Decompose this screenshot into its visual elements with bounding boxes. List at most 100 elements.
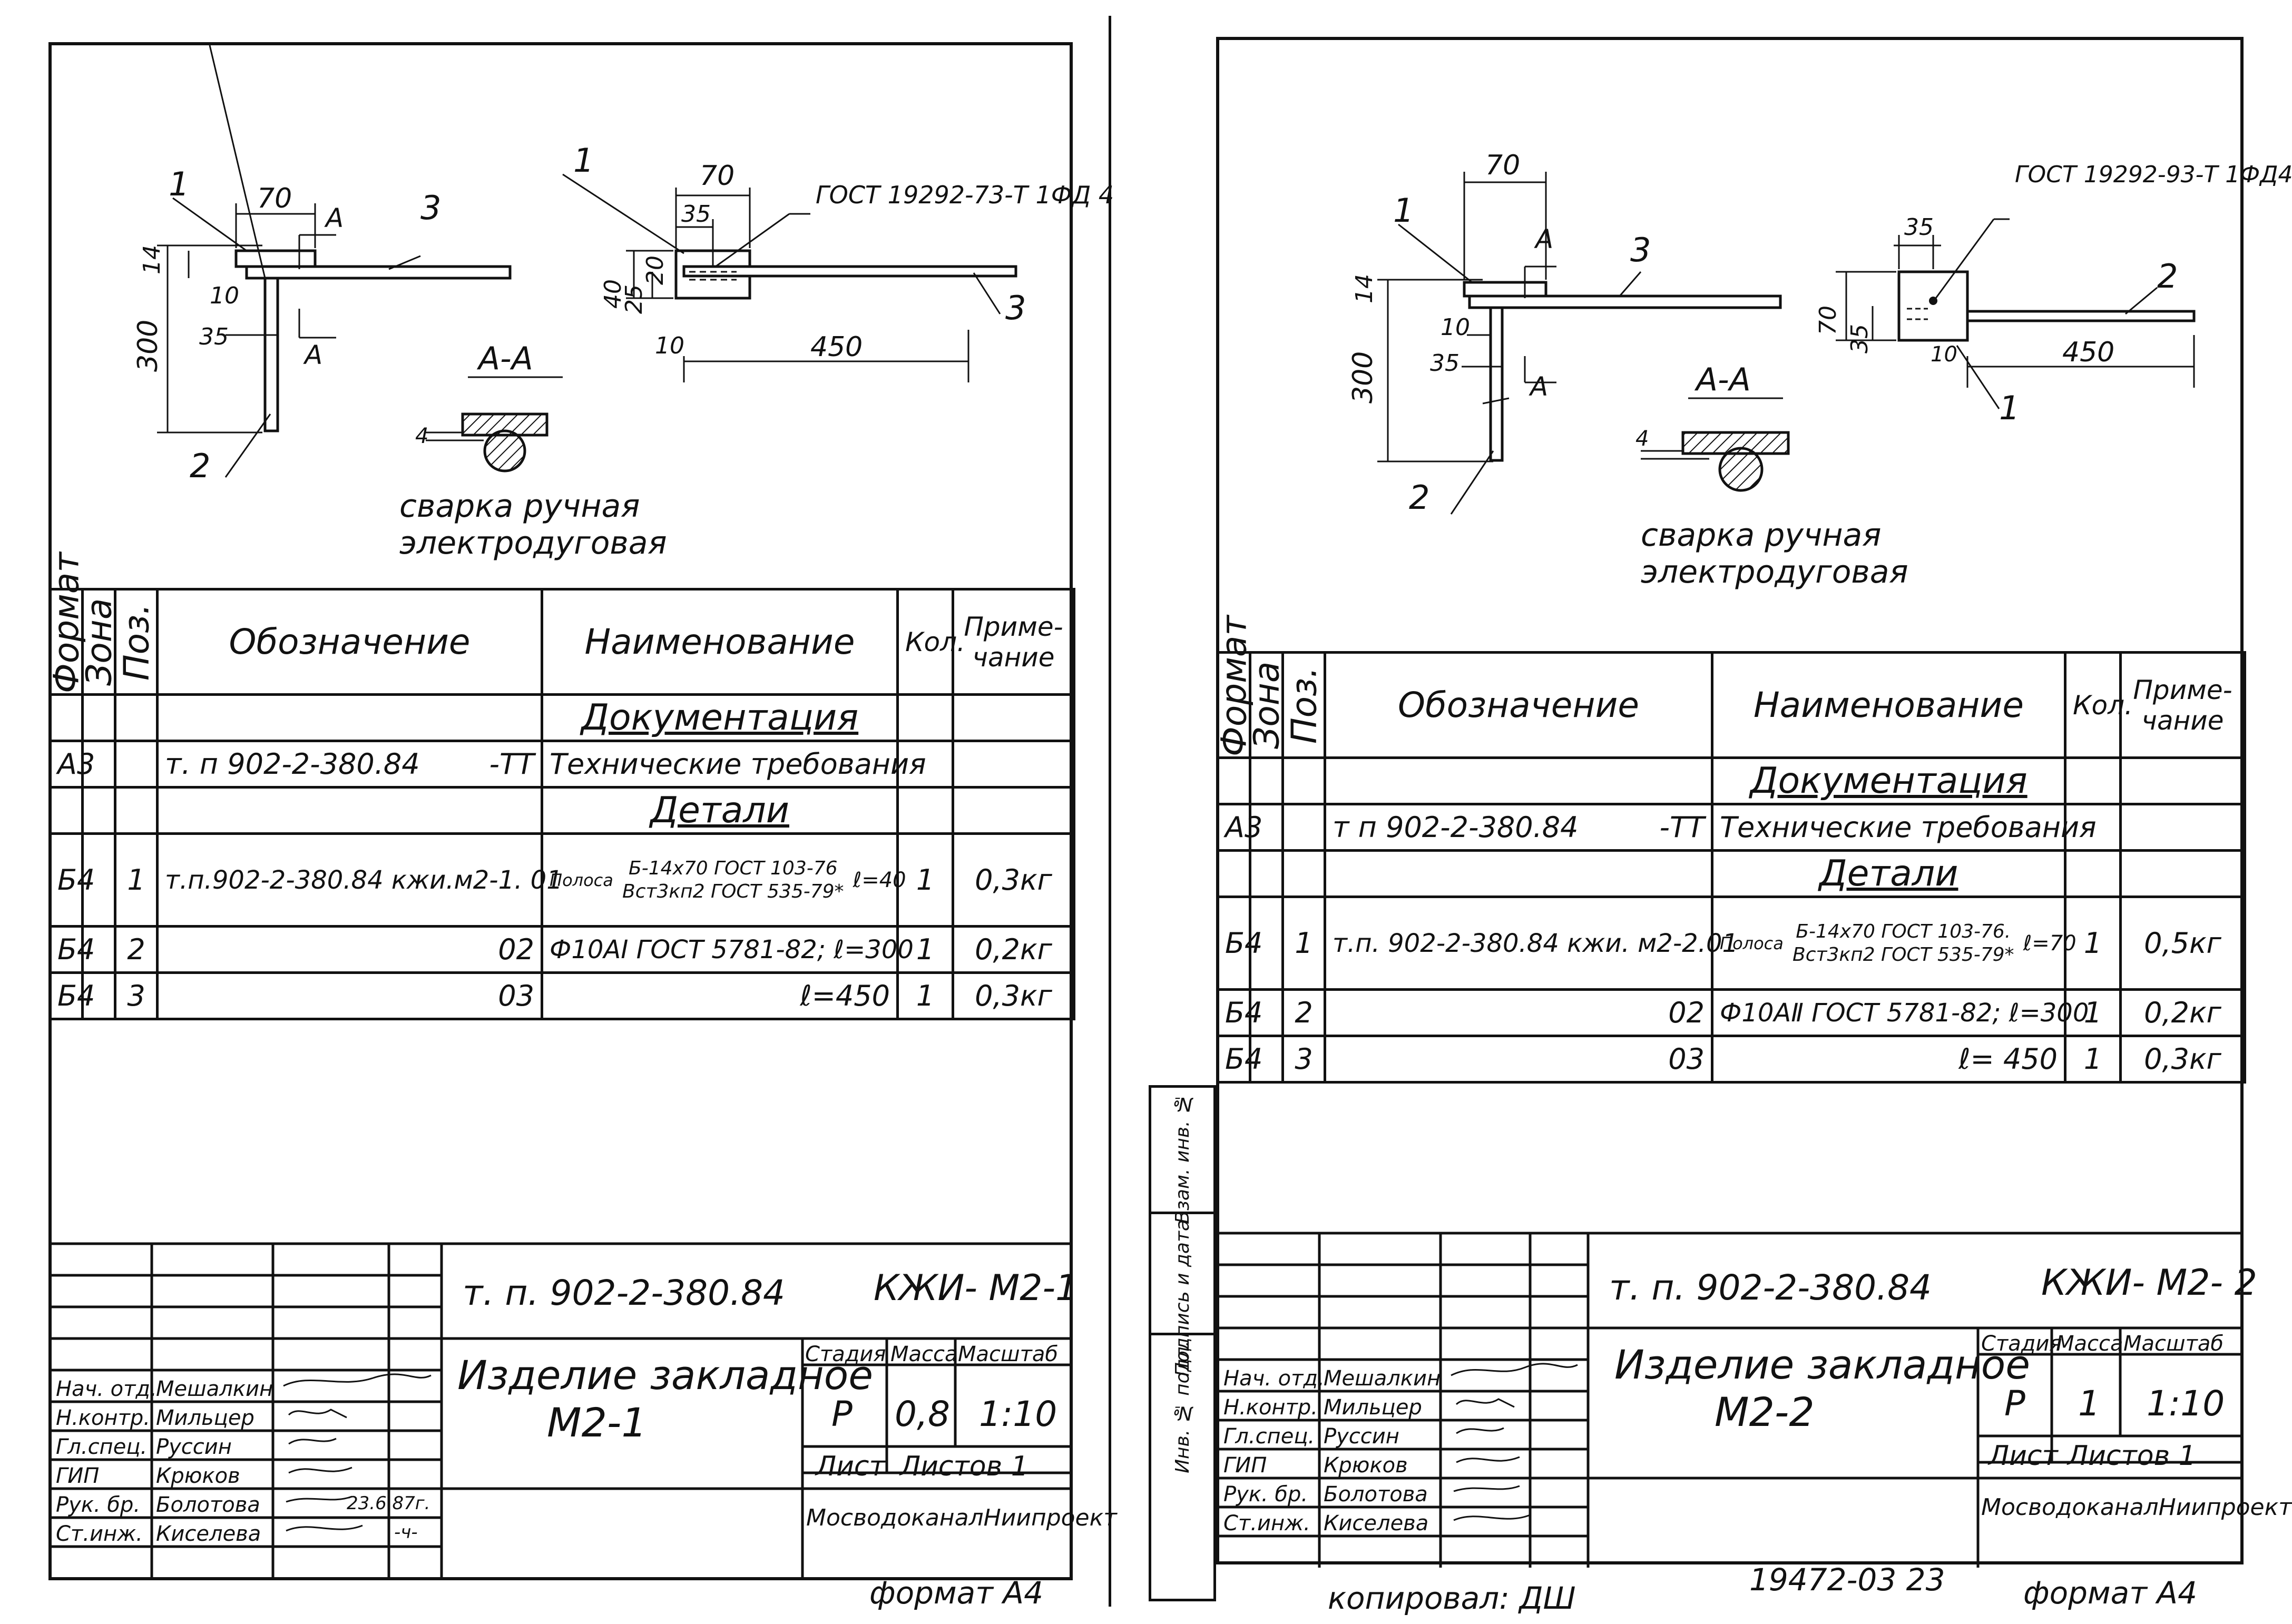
row-format: Б4 (1216, 988, 1262, 1037)
left-section-a-bottom: A (303, 340, 322, 370)
right-person-3: Руссин (1324, 1424, 1399, 1449)
hdr-qty: Кол. (2064, 651, 2133, 759)
left-dim-14: 14 (139, 245, 165, 274)
left-role-5: Рук. бр. (56, 1493, 141, 1517)
row-designation: 02 (1324, 988, 1713, 1037)
right-plan-dim-35b: 35 (1846, 324, 1873, 353)
right-pos-2-label: 2 (1409, 478, 1429, 517)
table-row: Б4 2 02 Ф10АⅠ ГОСТ 5781-82; ℓ=300 1 0,2к… (48, 925, 1075, 974)
row-qty: 1 (896, 832, 954, 928)
right-item-mark: М2-2 (1715, 1389, 1815, 1435)
left-plan-dim-20: 20 (642, 255, 669, 285)
left-dash: -ч- (394, 1522, 418, 1543)
hdr-format: Формат (1213, 615, 1254, 758)
left-gost-note: ГОСТ 19292-73-Т 1ФД 4 (816, 181, 1114, 209)
right-strip-elev (1468, 294, 1782, 309)
left-section-a-top: A (324, 203, 344, 233)
left-plan-pos-1: 1 (573, 141, 594, 180)
left-role-2: Н.контр. (56, 1406, 150, 1430)
row-name: ℓ=450 (541, 971, 899, 1020)
left-plan-dim-10: 10 (655, 332, 684, 359)
right-plan-dim-35: 35 (1904, 214, 1934, 241)
left-item-title: Изделие закладное (457, 1352, 873, 1399)
row-name: Полоса Б-14х70 ГОСТ 103-76.Вст3кп2 ГОСТ … (1711, 895, 2076, 991)
row-qty: 1 (896, 925, 954, 974)
left-sheet: 1 3 2 70 A A 14 300 10 35 1 3 70 35 40 (46, 42, 1117, 1580)
sidebar-signature-date: Подпись и дата (1149, 1212, 1216, 1376)
right-stage: Р (2004, 1383, 2025, 1424)
section-parts: Детали (1711, 849, 2066, 898)
right-plan-dim-70: 70 (1815, 306, 1842, 335)
right-title-block-grid (1219, 1232, 2240, 1568)
row-designation: 03 (156, 971, 543, 1020)
left-dim-10: 10 (210, 282, 239, 309)
row-pos: 2 (114, 925, 159, 974)
right-dim-14: 14 (1351, 274, 1378, 303)
right-sheets-label: Листов 1 (2068, 1440, 2196, 1472)
hdr-zone: Зона (1246, 652, 1287, 758)
right-stage-label: Стадия (1981, 1332, 2062, 1356)
right-dim-35: 35 (1430, 350, 1460, 377)
left-section-title: А-А (476, 340, 533, 377)
left-signatures (283, 1373, 432, 1532)
row-name: Технические требования (541, 740, 926, 789)
right-item-title: Изделие закладное (1614, 1341, 2030, 1388)
left-plate-elev (234, 249, 317, 268)
left-format-footer: формат А4 (869, 1575, 1043, 1611)
right-doc-code: КЖИ- М2- 2 (2041, 1262, 2257, 1304)
hdr-name: Наименование (1711, 651, 2066, 759)
left-date-note: 23.6.87г. (347, 1493, 430, 1514)
right-strip-plan (1966, 310, 2196, 322)
left-doc-code: КЖИ- М2-1 (874, 1267, 1079, 1309)
right-plate-elev (1463, 281, 1547, 298)
row-format: Б4 (48, 971, 95, 1020)
left-person-6: Киселева (156, 1522, 261, 1546)
left-person-4: Крюков (156, 1464, 240, 1488)
left-plan-dim-450: 450 (810, 331, 863, 363)
row-pos: 3 (114, 971, 159, 1020)
right-section-title: А-А (1694, 361, 1751, 398)
row-name: Ф10АⅠ ГОСТ 5781-82; ℓ=300 (541, 925, 914, 974)
left-dim-300: 300 (132, 320, 164, 372)
hdr-note: Приме-чание (2119, 651, 2246, 759)
right-format-footer: формат А4 (2023, 1575, 2197, 1611)
right-dim-300: 300 (1347, 351, 1379, 403)
right-section-bar (1718, 447, 1764, 492)
hdr-pos: Поз. (1282, 652, 1325, 758)
right-person-4: Крюков (1324, 1453, 1408, 1478)
right-person-1: Мешалкин (1324, 1366, 1441, 1391)
row-designation: т. п 902-2-380.84-ТТ (156, 740, 543, 789)
left-strip-elev (245, 265, 512, 280)
left-stage-label: Стадия (805, 1342, 886, 1366)
left-plan-pos-3: 3 (1005, 289, 1026, 327)
right-plan-pos-2: 2 (2157, 257, 2178, 296)
left-bar-elev (263, 277, 279, 432)
row-designation: 03 (1324, 1035, 1713, 1084)
left-org: МосводоканалНиипроект (806, 1504, 1117, 1531)
right-sheet-label: Лист (1989, 1440, 2058, 1472)
table-row: А3 т. п 902-2-380.84-ТТ Технические треб… (48, 740, 1075, 789)
row-pos: 1 (1281, 895, 1326, 991)
left-scale-label: Масштаб (958, 1342, 1059, 1366)
left-person-3: Руссин (156, 1435, 232, 1459)
right-pos-1-label: 1 (1393, 191, 1414, 230)
row-note: 0,3кг (2119, 1035, 2246, 1084)
left-sheet-label: Лист (816, 1451, 885, 1482)
table-row: Документация (1216, 756, 2246, 805)
row-format: Б4 (48, 925, 95, 974)
row-qty: 1 (2064, 895, 2122, 991)
left-section-bar (483, 429, 526, 473)
right-pos-3-label: 3 (1630, 231, 1651, 269)
sheet-divider (1109, 16, 1111, 1607)
left-plan-dim-25: 25 (621, 284, 648, 314)
right-section-a-top: A (1534, 224, 1553, 254)
left-scale: 1:10 (979, 1394, 1057, 1434)
row-format: Б4 (48, 832, 95, 928)
hdr-note: Приме-чание (952, 588, 1075, 696)
right-section-a-bottom: A (1529, 371, 1548, 402)
right-plan-dim-450: 450 (2062, 337, 2114, 368)
table-row: Б4 1 т.п.902-2-380.84 кжи.м2-1. 01 Полос… (48, 832, 1075, 928)
row-name: Ф10АⅡ ГОСТ 5781-82; ℓ=300 (1711, 988, 2089, 1037)
left-pos-1-label: 1 (169, 165, 189, 203)
